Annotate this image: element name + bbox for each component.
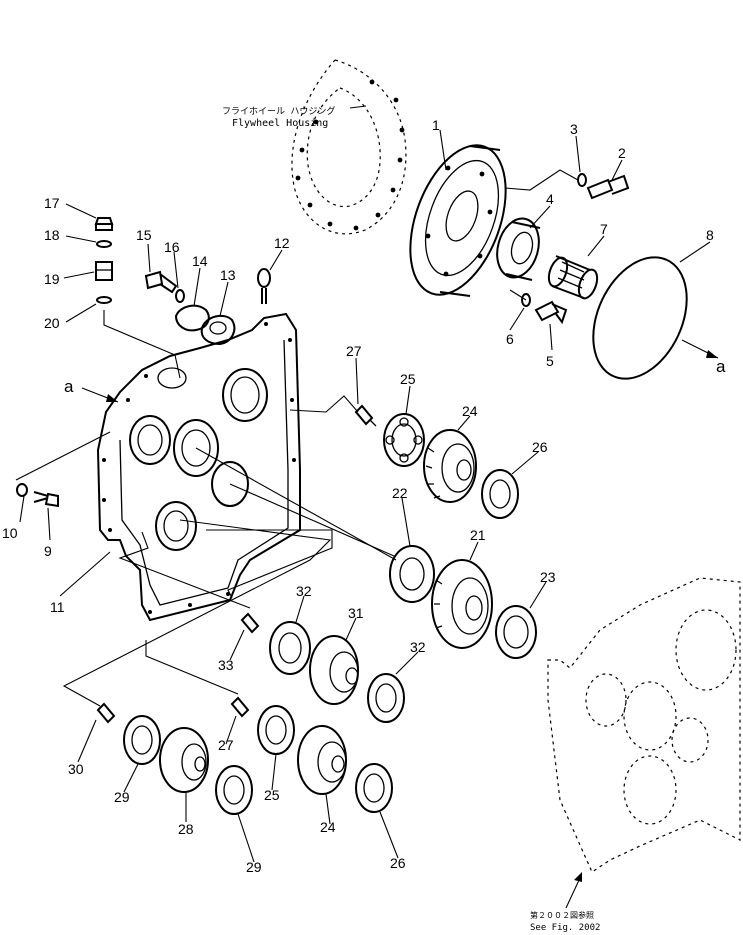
- label-part-21: 21: [470, 527, 486, 543]
- part-number-labels: 1 2 3 4 5 6 7 8 9 10 11 12 13 14 15 16 1…: [2, 117, 714, 875]
- label-part-13: 13: [220, 267, 236, 283]
- letter-a-right: a: [716, 357, 726, 376]
- bearing-part-22: [389, 545, 435, 603]
- bearing-part-32-upper: [269, 621, 311, 675]
- label-part-19: 19: [44, 271, 60, 287]
- label-part-24-lower: 24: [320, 819, 336, 835]
- o-ring-part-8: [592, 256, 688, 380]
- label-part-3: 3: [570, 121, 578, 137]
- see-fig-label: See Fig. 2002: [530, 923, 600, 933]
- label-part-25-upper: 25: [400, 371, 416, 387]
- label-part-1: 1: [432, 117, 440, 133]
- washer-part-10: [16, 483, 28, 497]
- bolt-part-5: [534, 300, 568, 325]
- label-part-16: 16: [164, 239, 180, 255]
- flywheel-housing: [291, 59, 407, 235]
- label-part-32-upper: 32: [296, 583, 312, 599]
- label-part-27-lower: 27: [218, 737, 234, 753]
- bearing-part-25-upper: [383, 413, 425, 467]
- plug-part-17: [94, 217, 114, 231]
- label-part-29-upper: 29: [114, 789, 130, 805]
- adapter-part-19: [95, 261, 113, 281]
- label-part-29-lower: 29: [246, 859, 262, 875]
- bolt-part-15: [144, 270, 178, 294]
- label-part-20: 20: [44, 315, 60, 331]
- gear-part-24-upper: [423, 429, 477, 503]
- drive-plate-part-1: [409, 144, 507, 297]
- flywheel-housing-label: Flywheel Housing: [232, 118, 328, 129]
- label-part-17: 17: [44, 195, 60, 211]
- gear-case-part-11: [96, 312, 301, 622]
- flywheel-housing-jp-label: フライホイール ハウジング: [222, 105, 335, 117]
- fitting-part-27-lower: [230, 696, 250, 718]
- label-part-10: 10: [2, 525, 18, 541]
- bearing-part-26-lower: [355, 763, 393, 813]
- letter-a-left: a: [64, 377, 74, 396]
- label-part-22: 22: [392, 485, 408, 501]
- label-part-4: 4: [546, 191, 554, 207]
- gasket-part-14: [174, 304, 210, 332]
- bearing-part-23: [495, 605, 537, 659]
- label-part-6: 6: [506, 331, 514, 347]
- bolt-part-9: [33, 491, 59, 508]
- label-part-12: 12: [274, 235, 290, 251]
- label-part-14: 14: [192, 253, 208, 269]
- gear-part-21: [431, 559, 493, 649]
- label-part-15: 15: [136, 227, 152, 243]
- bearing-part-26-upper: [481, 469, 519, 519]
- fitting-part-33: [240, 612, 260, 634]
- washer-part-18: [96, 240, 112, 248]
- label-part-26-upper: 26: [532, 439, 548, 455]
- label-part-23: 23: [540, 569, 556, 585]
- label-part-33: 33: [218, 657, 234, 673]
- gear-part-24-lower: [297, 725, 347, 795]
- hub-part-4: [496, 217, 541, 281]
- label-part-7: 7: [600, 221, 608, 237]
- bolt-part-2: [586, 174, 630, 200]
- label-part-28: 28: [178, 821, 194, 837]
- label-part-26-lower: 26: [390, 855, 406, 871]
- label-part-30: 30: [68, 761, 84, 777]
- see-fig-jp-label: 第２００２図参照: [530, 910, 594, 920]
- label-part-32-lower: 32: [410, 639, 426, 655]
- eye-bolt-part-12: [257, 268, 271, 304]
- bearing-part-32-lower: [367, 673, 405, 723]
- label-part-2: 2: [618, 145, 626, 161]
- bearing-part-29-lower: [215, 765, 253, 815]
- washer-part-3: [577, 173, 587, 187]
- bearing-part-29-upper: [123, 715, 161, 765]
- gear-part-28: [159, 727, 209, 793]
- label-part-18: 18: [44, 227, 60, 243]
- spline-shaft-part-7: [547, 255, 599, 300]
- label-part-27-upper: 27: [346, 343, 362, 359]
- washer-part-20: [96, 296, 112, 304]
- label-part-11: 11: [50, 599, 65, 615]
- washer-part-6: [521, 293, 531, 307]
- fitting-part-27-upper: [354, 404, 377, 427]
- gear-part-31: [309, 635, 359, 705]
- bearing-part-25-lower: [257, 705, 295, 755]
- label-part-9: 9: [44, 543, 52, 559]
- label-part-31: 31: [348, 605, 364, 621]
- washer-part-16: [175, 289, 185, 303]
- label-part-8: 8: [706, 227, 714, 243]
- label-part-5: 5: [546, 353, 554, 369]
- cover-part-13: [200, 314, 236, 346]
- reference-housing-fig-2002: [547, 577, 741, 873]
- label-part-24-upper: 24: [462, 403, 478, 419]
- fitting-part-30: [96, 702, 116, 724]
- label-part-25-lower: 25: [264, 787, 280, 803]
